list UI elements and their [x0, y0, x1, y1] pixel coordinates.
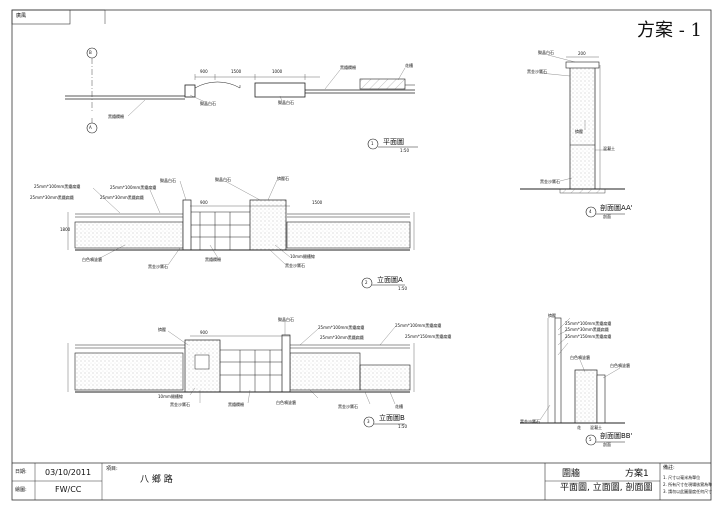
sec-aa-label: 剖面圖AA' [600, 204, 633, 212]
sec-bb-label: 剖面圖BB' [600, 432, 633, 440]
elev-b-note-3: 25mm*100mm黑鐵扁鐵 [395, 323, 442, 328]
plan-note-iron-rail: 黑鐵欄柵 [108, 114, 124, 119]
elev-a-note-1: 25mm*100mm黑鐵扁鐵 [34, 184, 81, 189]
drawing-scheme: 方案1 [625, 469, 649, 479]
plan-note-stone2: 黝晶白石 [278, 100, 294, 105]
sheet-title: 方案 - 1 [637, 20, 702, 41]
elev-b-callout-num: 3 [367, 419, 370, 424]
sec-aa-note-gravel: 黑金沙響石 [527, 69, 547, 74]
sec-bb-note-concrete: 混凝土 [590, 425, 602, 430]
elev-b-note-2: 25mm*30mm黑鐵扁鐵 [320, 335, 364, 340]
elev-b-note-stone: 黝晶白石 [278, 317, 294, 322]
sec-bb-note-paint: 白色噴塗牆 [570, 355, 590, 360]
section-bb [520, 317, 625, 446]
drawing-title-1: 圍牆 [562, 469, 581, 479]
elev-b-note-gap: 10mm開槽線 [158, 394, 183, 399]
elev-b-note-lattice: 擠壓 [158, 327, 166, 332]
elev-a-note-stone: 黝晶白石 [160, 178, 176, 183]
note-3: 3. 請勿以此圖量度任何尺寸 [663, 489, 713, 494]
elev-a-note-lattice: 擠壓石 [277, 176, 289, 181]
sec-bb-callout-num: 5 [589, 437, 592, 442]
elev-b-note-1: 25mm*100mm黑鐵扁鐵 [318, 325, 365, 330]
section-b-marker: B [89, 50, 92, 55]
sec-aa-note-concrete: 混凝土 [603, 146, 615, 151]
date-label: 日期: [15, 469, 27, 475]
sec-bb-note-1: 25mm*100mm黑鐵扁鐵 [565, 321, 612, 326]
drawn-label: 繪圖: [15, 487, 27, 493]
date-value: 03/10/2011 [45, 468, 92, 477]
note-2: 2. 所有尺寸在現場核實為準 [663, 482, 713, 487]
sec-aa-callout-num: 4 [589, 209, 592, 214]
sec-bb-note-flower: 花 [577, 425, 581, 430]
elev-a-note-gravel: 黑金沙響石 [148, 264, 168, 269]
elev-b-note-gravel2: 黑金沙響石 [338, 404, 358, 409]
drawn-value: FW/CC [55, 485, 82, 494]
drawing-title-2: 平面圖, 立面圖, 剖面圖 [560, 483, 653, 493]
plan-dim-2: 1500 [231, 69, 242, 74]
plan-note-stone: 黝晶白石 [200, 101, 216, 106]
sec-aa-sub: 剖面 [603, 214, 611, 219]
elev-a-note-3: 25mm*100mm黑鐵扁鐵 [110, 185, 157, 190]
elev-a-note-paint: 白色噴塗牆 [82, 257, 102, 262]
project-name: 八 鄉 路 [140, 475, 173, 485]
elevation-b [67, 322, 415, 428]
elev-a-note-gap: 10mm開槽線 [290, 254, 315, 259]
elev-b-note-gravel: 黑金沙響石 [170, 402, 190, 407]
plan-dim-3: 1000 [272, 69, 283, 74]
sec-aa-note-lattice: 擠壓 [575, 129, 583, 134]
sec-aa-dim: 200 [578, 51, 586, 56]
title-block-lines [12, 462, 711, 500]
plan-note-flower: 花槽 [405, 63, 413, 68]
elev-a-callout-num: 2 [365, 280, 368, 285]
plan-view [65, 47, 418, 150]
project-label: 項目: [106, 466, 118, 472]
sec-bb-note-3: 25mm*150mm黑鐵扁鐵 [565, 334, 612, 339]
elev-a-dim-2: 1500 [312, 200, 323, 205]
remark-cell: 廣風 [16, 13, 27, 19]
elev-a-note-iron-gate: 黑鐵欄柵 [205, 257, 221, 262]
elev-a-note-2: 25mm*30mm黑鐵扁鐵 [30, 195, 74, 200]
plan-note-iron-rail2: 黑鐵欄柵 [340, 65, 356, 70]
elev-a-note-stone-top: 黝晶白石 [215, 177, 231, 182]
elev-a-note-gravel2: 黑金沙響石 [285, 263, 305, 268]
elev-a-note-4: 25mm*30mm黑鐵扁鐵 [100, 195, 144, 200]
plan-callout-num: 1 [371, 141, 374, 146]
elev-a-label: 立面圖A [377, 276, 403, 284]
elev-b-label: 立面圖B [379, 414, 405, 422]
elev-a-scale: 1:50 [398, 286, 407, 291]
elev-b-note-iron-gate: 黑鐵欄柵 [228, 402, 244, 407]
elev-b-note-paint: 白色噴塗牆 [276, 400, 296, 405]
elev-b-note-flower: 花槽 [395, 404, 403, 409]
sec-bb-note-lattice: 擠壓 [548, 313, 556, 318]
plan-label: 平面圖 [383, 138, 404, 146]
notes-label: 備註: [663, 465, 675, 471]
elev-b-scale: 1:50 [398, 424, 407, 429]
plan-scale: 1:50 [400, 148, 409, 153]
elev-a-dim-3: 1800 [60, 227, 71, 232]
sec-bb-sub: 剖面 [603, 442, 611, 447]
sec-aa-note-gravel2: 黑金沙響石 [540, 179, 560, 184]
elev-a-dim-1: 900 [200, 200, 208, 205]
plan-dim-1: 900 [200, 69, 208, 74]
sec-bb-note-2: 25mm*30mm黑鐵扁鐵 [565, 327, 609, 332]
section-a-marker: A [89, 125, 92, 130]
sec-bb-note-paint2: 白色噴塗牆 [610, 363, 630, 368]
elev-b-note-4: 25mm*150mm黑鐵扁鐵 [405, 334, 452, 339]
elevation-a [67, 179, 415, 289]
elev-b-dim-1: 900 [200, 330, 208, 335]
section-aa [520, 54, 625, 218]
sec-aa-note-stone: 黝晶白石 [538, 50, 554, 55]
note-1: 1. 尺寸以毫米為單位 [663, 475, 701, 480]
sec-bb-note-gravel: 黑金沙響石 [520, 419, 540, 424]
